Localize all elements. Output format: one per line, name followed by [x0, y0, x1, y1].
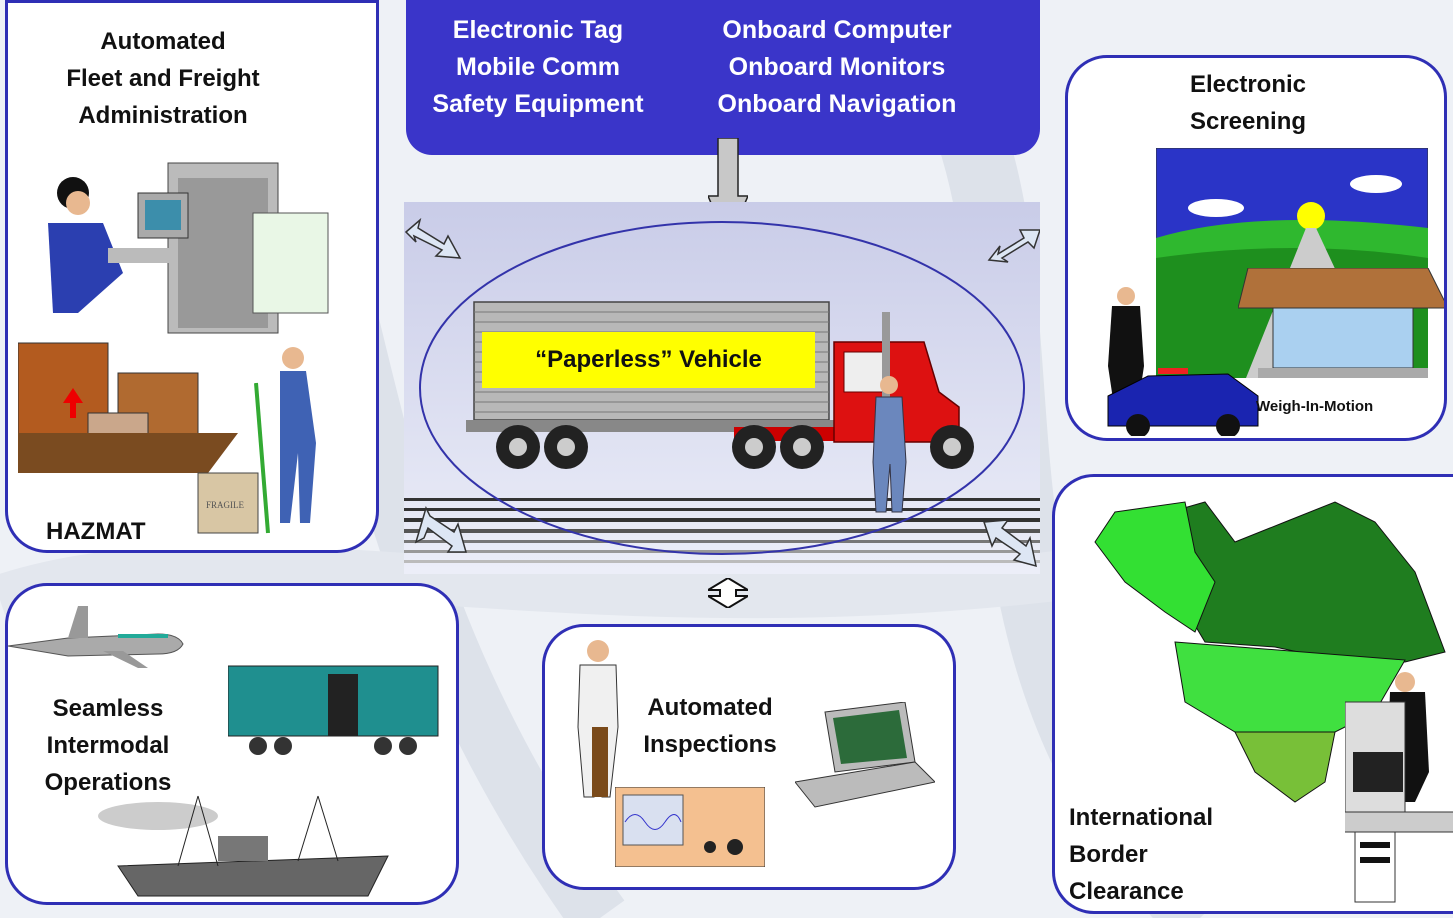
top-item-electronic-tag: Electronic Tag	[452, 16, 624, 44]
intermodal-title-line-3: Operations	[44, 769, 172, 796]
customs-officer-terminal-icon	[1345, 672, 1453, 903]
intermodal-panel: Seamless Intermodal Operations	[5, 583, 459, 905]
border-title: International Border Clearance	[1069, 799, 1229, 910]
police-car-icon	[1107, 287, 1259, 436]
inspections-title-line-2: Inspections	[643, 731, 777, 758]
fleet-title-line-2: Fleet and Freight	[66, 65, 260, 92]
top-item-safety-equipment: Safety Equipment	[432, 90, 644, 118]
freight-boxes-icon: FRAGILE	[18, 342, 316, 534]
test-equipment-icon	[615, 787, 765, 867]
office-computer-icon	[48, 162, 329, 334]
inspector-icon	[577, 640, 619, 798]
truck-wheels	[496, 425, 974, 469]
weigh-station-icon	[1238, 268, 1444, 378]
fleet-title-line-1: Automated	[100, 28, 226, 55]
boxcar-icon	[228, 665, 439, 755]
airplane-icon	[8, 606, 184, 668]
center-scene	[404, 202, 1040, 574]
screening-title: Electronic Screening	[1128, 66, 1368, 140]
top-box-left-column: Electronic Tag Mobile Comm Safety Equipm…	[418, 12, 658, 123]
border-title-line-1: International	[1069, 804, 1214, 831]
screening-title-line-2: Screening	[1189, 108, 1307, 135]
inspections-panel: Automated Inspections	[542, 624, 956, 890]
screening-title-line-1: Electronic	[1189, 71, 1307, 98]
border-title-line-3: Clearance	[1069, 878, 1184, 905]
hazmat-label: HAZMAT	[46, 518, 146, 545]
fleet-title-line-3: Administration	[78, 102, 248, 129]
inspections-title-line-1: Automated	[647, 694, 773, 721]
intermodal-title-line-2: Intermodal	[46, 732, 170, 759]
top-item-onboard-computer: Onboard Computer	[722, 16, 952, 44]
border-title-line-2: Border	[1069, 841, 1148, 868]
ship-icon	[98, 795, 389, 897]
onboard-systems-box: Electronic Tag Mobile Comm Safety Equipm…	[406, 0, 1040, 155]
intermodal-title-line-1: Seamless	[52, 695, 164, 722]
corner-arrows	[404, 217, 1040, 568]
top-item-onboard-monitors: Onboard Monitors	[728, 53, 946, 81]
border-clearance-panel: International Border Clearance	[1052, 474, 1453, 914]
fragile-label: FRAGILE	[206, 500, 245, 510]
north-america-map-icon	[1094, 501, 1446, 803]
up-down-arrow-icon	[708, 578, 748, 608]
top-box-right-column: Onboard Computer Onboard Monitors Onboar…	[706, 12, 968, 123]
electronic-screening-panel: Electronic Screening Weigh-In-Motion	[1065, 55, 1447, 441]
road-stripes	[404, 498, 1040, 563]
inspections-title: Automated Inspections	[625, 689, 795, 763]
top-item-mobile-comm: Mobile Comm	[456, 53, 620, 81]
paperless-vehicle-label: “Paperless” Vehicle	[482, 332, 815, 388]
fleet-title: Automated Fleet and Freight Administrati…	[38, 23, 288, 134]
laptop-icon	[795, 702, 935, 808]
weigh-in-motion-caption: Weigh-In-Motion	[1256, 398, 1374, 415]
fleet-freight-panel: Automated Fleet and Freight Administrati…	[5, 0, 379, 553]
driver-figure	[872, 376, 907, 513]
top-item-onboard-navigation: Onboard Navigation	[717, 90, 957, 118]
intermodal-title: Seamless Intermodal Operations	[18, 690, 198, 801]
